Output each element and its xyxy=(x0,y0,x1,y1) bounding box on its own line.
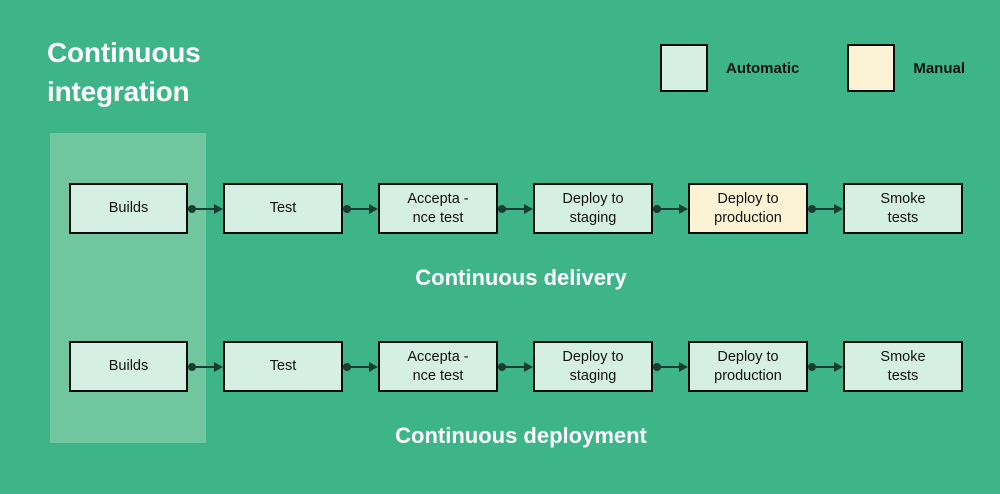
continuous-integration-scope-band xyxy=(50,133,206,443)
pipeline-stage[interactable]: Deploy to production xyxy=(688,341,808,392)
pipeline-connector-arrow-icon xyxy=(188,361,223,373)
pipeline-connector-arrow-icon xyxy=(653,203,688,215)
pipeline-connector-arrow-icon xyxy=(653,361,688,373)
pipeline-stage[interactable]: Deploy to staging xyxy=(533,341,653,392)
pipeline-caption: Continuous deployment xyxy=(395,423,647,448)
pipeline-connector-arrow-icon xyxy=(498,203,533,215)
pipeline-stage[interactable]: Smoke tests xyxy=(843,183,963,234)
pipeline-connector-arrow-icon xyxy=(808,203,843,215)
legend-label-manual: Manual xyxy=(913,59,966,77)
pipeline-connector-arrow-icon xyxy=(188,203,223,215)
pipeline-connector-arrow-icon xyxy=(343,361,378,373)
legend-item-automatic: Automatic xyxy=(660,44,799,92)
pipeline-stage[interactable]: Accepta - nce test xyxy=(378,341,498,392)
pipeline-stage[interactable]: Deploy to staging xyxy=(533,183,653,234)
pipeline-stage[interactable]: Accepta - nce test xyxy=(378,183,498,234)
pipeline-stage[interactable]: Builds xyxy=(69,341,188,392)
legend-swatch-automatic-icon xyxy=(660,44,708,92)
pipeline-stage[interactable]: Deploy to production xyxy=(688,183,808,234)
pipeline-connector-arrow-icon xyxy=(498,361,533,373)
pipeline-stage[interactable]: Test xyxy=(223,341,343,392)
legend-label-automatic: Automatic xyxy=(726,59,800,77)
pipeline-connector-arrow-icon xyxy=(343,203,378,215)
legend-item-manual: Manual xyxy=(847,44,965,92)
pipeline-stage[interactable]: Test xyxy=(223,183,343,234)
pipeline-stage[interactable]: Smoke tests xyxy=(843,341,963,392)
page-title: Continuous integration xyxy=(47,37,201,107)
pipeline-stage[interactable]: Builds xyxy=(69,183,188,234)
pipeline-connector-arrow-icon xyxy=(808,361,843,373)
legend-swatch-manual-icon xyxy=(847,44,896,92)
legend: Automatic Manual xyxy=(660,44,965,92)
pipeline-caption: Continuous delivery xyxy=(415,265,627,290)
